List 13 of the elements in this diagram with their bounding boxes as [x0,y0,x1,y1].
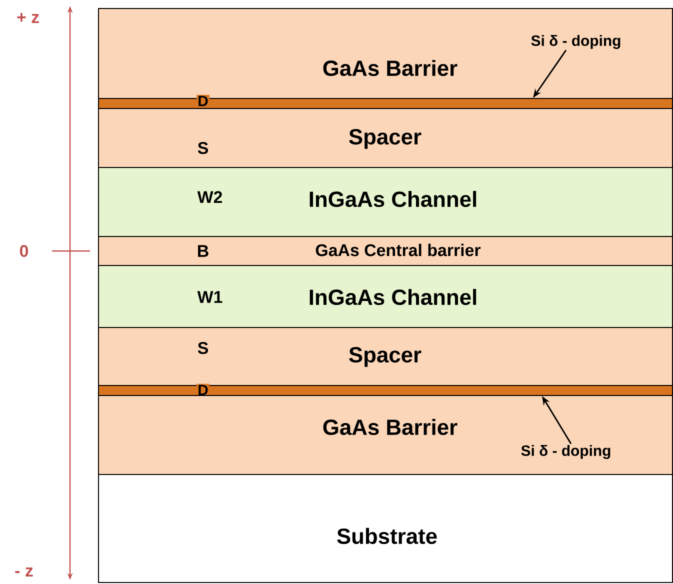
layer-box: S Spacer [98,108,673,168]
annotation-text: Si δ - doping [531,35,620,49]
axis-label: - z [15,568,33,576]
layer-box: W1 InGaAs Channel [98,265,673,328]
layer-box: S Spacer [98,327,673,386]
layer-box: Substrate [98,474,673,583]
doping-layer: D [98,384,673,396]
axis-label: + z [17,13,39,23]
layer-box: B GaAs Central barrier [98,236,673,266]
layer-box: W2 InGaAs Channel [98,167,673,237]
annotation-text: Si δ - doping [521,445,610,459]
doping-layer: D [98,94,673,109]
axis-label: 0 [20,245,28,257]
